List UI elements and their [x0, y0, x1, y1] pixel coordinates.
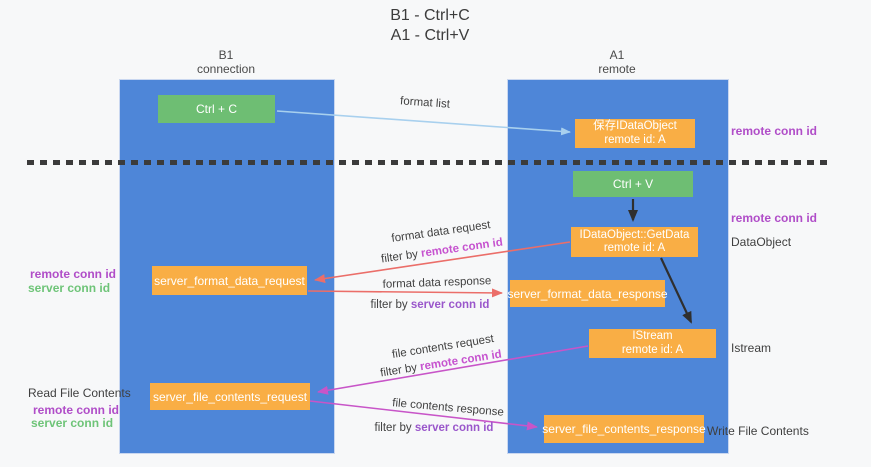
dashed-separator-line — [27, 160, 833, 165]
server-format-data-response-label: server_format_data_response — [507, 286, 668, 301]
right-remote-conn-id-label-1: remote conn id — [731, 124, 818, 138]
server-conn-id-text: server conn id — [410, 299, 490, 311]
getdata-line1: IDataObject::GetData — [579, 228, 690, 241]
ctrl-v-label: Ctrl + V — [612, 177, 654, 191]
istream-line1: IStream — [632, 330, 673, 342]
server-format-data-request-label: server_format_data_request — [154, 273, 305, 288]
left-remote-conn-id-label-2: remote conn id — [33, 403, 120, 417]
filter-by-text: filter by — [370, 299, 411, 311]
save-dataobject-line2: remote id: A — [604, 133, 666, 146]
left-remote-conn-id-label: remote conn id — [30, 267, 117, 281]
save-dataobject-box: 保存IDataObject remote id: A — [575, 119, 695, 148]
filter-by-text: filter by — [374, 422, 415, 434]
ctrl-c-label: Ctrl + C — [195, 102, 237, 116]
lane-a1-name: A1 — [609, 48, 625, 62]
lane-b1-role: connection — [196, 62, 256, 76]
dataobject-label: DataObject — [731, 235, 792, 249]
istream-box: IStream remote id: A — [589, 329, 716, 358]
filter-by-server-conn-id-label-2: filter by server conn id — [375, 422, 494, 434]
server-file-contents-response-label: server_file_contents_response — [542, 422, 706, 436]
format-data-response-label: format data response — [382, 275, 492, 291]
lane-header-a1: A1 remote — [598, 48, 635, 76]
getdata-box: IDataObject::GetData remote id: A — [571, 227, 698, 257]
istream-side-label: Istream — [731, 341, 772, 355]
server-file-contents-request-box: server_file_contents_request — [150, 383, 310, 410]
lane-b1-name: B1 — [218, 48, 234, 62]
filter-by-text: filter by — [380, 247, 422, 266]
filter-by-server-conn-id-label-1: filter by server conn id — [371, 299, 490, 311]
filter-by-text: filter by — [379, 361, 422, 380]
ctrl-v-box: Ctrl + V — [573, 171, 693, 197]
istream-line2: remote id: A — [621, 343, 684, 356]
left-server-conn-id-label-2: server conn id — [31, 416, 114, 430]
file-contents-response-label: file contents response — [391, 397, 505, 419]
server-file-contents-response-box: server_file_contents_response — [542, 415, 706, 443]
format-data-response-arrow — [307, 288, 503, 298]
read-file-contents-label: Read File Contents — [28, 386, 131, 400]
server-format-data-response-box: server_format_data_response — [507, 280, 668, 307]
server-format-data-request-box: server_format_data_request — [152, 266, 307, 295]
diagram-title: B1 - Ctrl+C A1 - Ctrl+V — [390, 6, 470, 46]
getdata-line2: remote id: A — [603, 242, 666, 254]
title-line-1: B1 - Ctrl+C — [390, 7, 470, 24]
title-line-2: A1 - Ctrl+V — [390, 27, 470, 44]
format-list-label: format list — [399, 95, 451, 111]
remote-conn-id-text: remote conn id — [420, 236, 504, 260]
ctrl-c-box: Ctrl + C — [158, 95, 275, 123]
server-file-contents-request-label: server_file_contents_request — [152, 389, 308, 404]
save-dataobject-line1: 保存IDataObject — [593, 120, 677, 132]
server-conn-id-text: server conn id — [414, 422, 494, 434]
write-file-contents-label: Write File Contents — [707, 424, 809, 438]
right-remote-conn-id-label-2: remote conn id — [731, 211, 818, 225]
lane-header-b1: B1 connection — [197, 48, 255, 76]
lane-a1-role: remote — [598, 62, 636, 76]
left-server-conn-id-label: server conn id — [28, 281, 111, 295]
